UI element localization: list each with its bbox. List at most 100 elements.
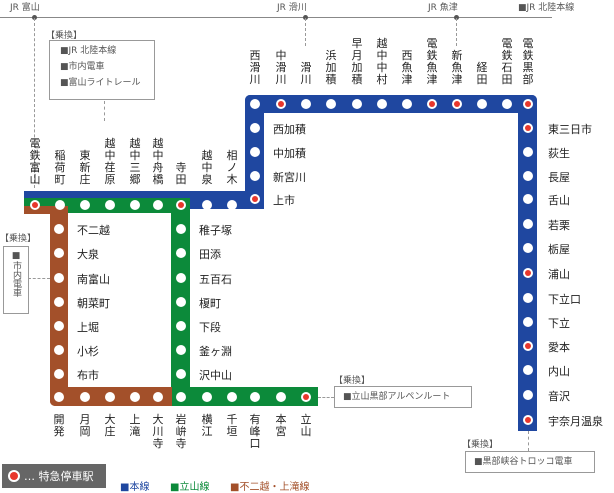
- station-label: 栃屋: [548, 243, 570, 256]
- express-station-icon[interactable]: [176, 200, 186, 210]
- station-icon[interactable]: [523, 390, 533, 400]
- transfer-item: ■市内電車: [11, 251, 21, 297]
- station-icon[interactable]: [523, 293, 533, 303]
- station-label: 若栗: [548, 219, 570, 232]
- station-label: 朝菜町: [77, 297, 110, 310]
- station-label: 月岡: [79, 413, 91, 438]
- station-icon[interactable]: [54, 297, 64, 307]
- station-icon[interactable]: [153, 392, 163, 402]
- station-icon[interactable]: [523, 147, 533, 157]
- station-icon[interactable]: [227, 200, 237, 210]
- station-icon[interactable]: [176, 273, 186, 283]
- station-label: 本宮: [275, 413, 287, 438]
- transfer-title-tateyama: 【乗換】: [334, 376, 371, 386]
- station-icon[interactable]: [105, 200, 115, 210]
- station-icon[interactable]: [176, 297, 186, 307]
- station-icon[interactable]: [377, 99, 387, 109]
- station-label: 中加積: [273, 147, 306, 160]
- station-label: 愛本: [548, 341, 570, 354]
- station-label: 西滑川: [249, 49, 261, 86]
- station-icon[interactable]: [477, 99, 487, 109]
- station-icon[interactable]: [130, 200, 140, 210]
- tateyama-bottom-segment: [171, 387, 318, 406]
- express-station-icon[interactable]: [523, 415, 533, 425]
- station-icon[interactable]: [176, 224, 186, 234]
- station-icon[interactable]: [523, 317, 533, 327]
- station-icon[interactable]: [55, 200, 65, 210]
- station-label: 浦山: [548, 268, 570, 281]
- connector-transfer-box: [104, 101, 105, 121]
- station-label: 舌山: [548, 194, 570, 207]
- station-label: 釜ヶ淵: [199, 345, 232, 358]
- express-station-icon[interactable]: [30, 200, 40, 210]
- express-station-icon[interactable]: [452, 99, 462, 109]
- station-label: 早月加積: [351, 37, 363, 86]
- connector-jr-toyama: [34, 18, 35, 188]
- station-label: 長屋: [548, 171, 570, 184]
- express-station-icon[interactable]: [523, 99, 533, 109]
- station-label: 中滑川: [275, 49, 287, 86]
- jr-station-dot-icon: [303, 15, 308, 20]
- station-icon[interactable]: [202, 200, 212, 210]
- station-icon[interactable]: [202, 392, 212, 402]
- jr-station-dot-icon: [32, 15, 37, 20]
- station-icon[interactable]: [54, 273, 64, 283]
- station-icon[interactable]: [54, 321, 64, 331]
- station-icon[interactable]: [523, 219, 533, 229]
- station-icon[interactable]: [250, 147, 260, 157]
- station-icon[interactable]: [250, 392, 260, 402]
- jr-station-label: ■JR 北陸本線: [518, 3, 575, 13]
- station-icon[interactable]: [80, 200, 90, 210]
- station-icon[interactable]: [153, 200, 163, 210]
- station-icon[interactable]: [176, 369, 186, 379]
- station-icon[interactable]: [176, 248, 186, 258]
- express-station-icon[interactable]: [523, 123, 533, 133]
- station-icon[interactable]: [176, 392, 186, 402]
- station-icon[interactable]: [54, 224, 64, 234]
- station-icon[interactable]: [523, 194, 533, 204]
- station-label: 大庄: [104, 413, 116, 438]
- station-icon[interactable]: [326, 99, 336, 109]
- station-icon[interactable]: [54, 369, 64, 379]
- jr-station-dot-icon: [454, 15, 459, 20]
- jr-hokuriku-line: [0, 17, 552, 18]
- station-icon[interactable]: [176, 321, 186, 331]
- station-label: 下立口: [548, 293, 581, 306]
- transfer-box-tateyama: ■立山黒部アルペンルート: [334, 386, 472, 408]
- legend-line-item: ■不二越・上滝線: [230, 482, 310, 493]
- station-label: 立山: [300, 413, 312, 438]
- station-label: 荻生: [548, 147, 570, 160]
- station-icon[interactable]: [523, 365, 533, 375]
- station-icon[interactable]: [250, 99, 260, 109]
- station-icon[interactable]: [54, 392, 64, 402]
- station-icon[interactable]: [105, 392, 115, 402]
- express-station-icon[interactable]: [276, 99, 286, 109]
- station-icon[interactable]: [227, 392, 237, 402]
- station-icon[interactable]: [402, 99, 412, 109]
- station-icon[interactable]: [54, 248, 64, 258]
- station-icon[interactable]: [250, 171, 260, 181]
- station-icon[interactable]: [301, 99, 311, 109]
- station-icon[interactable]: [176, 345, 186, 355]
- station-icon[interactable]: [523, 171, 533, 181]
- station-label: 寺田: [175, 161, 187, 186]
- transfer-title-minami-toyama: 【乗換】: [0, 234, 37, 244]
- honsen-right-vertical-segment: [518, 95, 537, 431]
- express-station-icon[interactable]: [523, 341, 533, 351]
- express-station-icon[interactable]: [427, 99, 437, 109]
- station-icon[interactable]: [80, 392, 90, 402]
- station-icon[interactable]: [276, 392, 286, 402]
- station-icon[interactable]: [523, 243, 533, 253]
- station-icon[interactable]: [250, 123, 260, 133]
- express-station-icon[interactable]: [301, 392, 311, 402]
- express-station-icon[interactable]: [523, 268, 533, 278]
- station-label: 越中泉: [201, 149, 213, 186]
- transfer-title-toyama: 【乗換】: [46, 31, 83, 41]
- station-icon[interactable]: [502, 99, 512, 109]
- station-icon[interactable]: [352, 99, 362, 109]
- station-label: 越中中村: [376, 37, 388, 86]
- station-icon[interactable]: [54, 345, 64, 355]
- express-station-icon[interactable]: [250, 194, 260, 204]
- station-icon[interactable]: [130, 392, 140, 402]
- station-label: 横江: [201, 413, 213, 438]
